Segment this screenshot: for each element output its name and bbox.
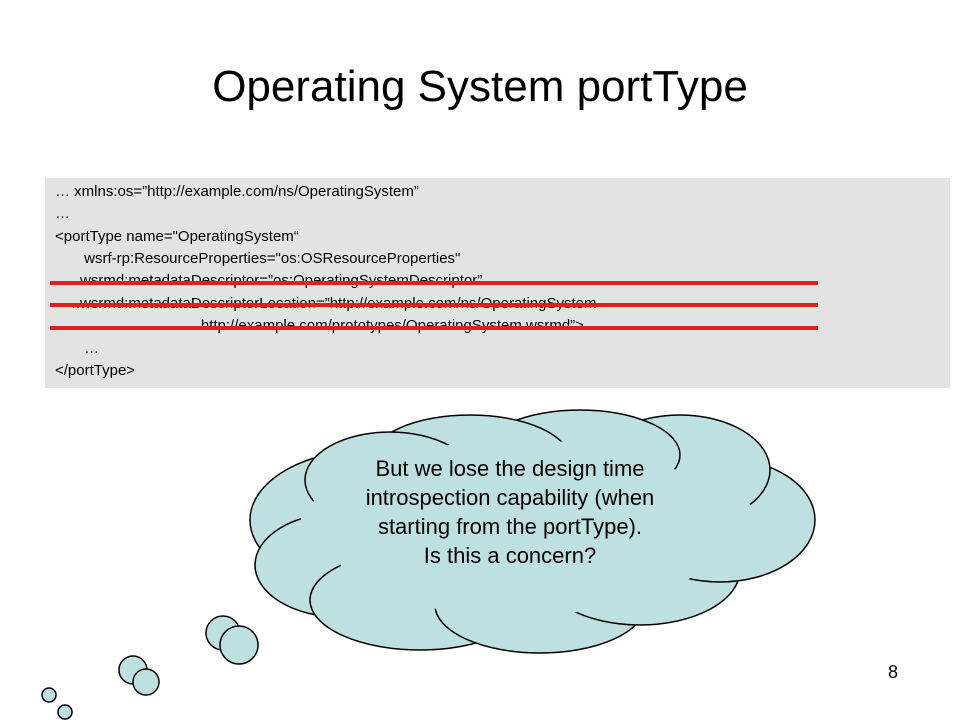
code-line: <portType name="OperatingSystem“ (55, 228, 299, 245)
thought-bubble (132, 668, 160, 696)
callout-text: But we lose the design time introspectio… (300, 454, 720, 570)
code-line: </portType> (55, 362, 136, 379)
code-line: … (55, 340, 100, 357)
code-line: … xmlns:os=”http://example.com/ns/Operat… (55, 183, 419, 200)
callout-line: introspection capability (when (365, 485, 655, 510)
code-line: wsrf-rp:ResourceProperties="os:OSResourc… (55, 250, 461, 267)
callout-line: Is this a concern? (423, 543, 597, 568)
strikethrough-line (50, 303, 818, 307)
code-line: … (55, 205, 70, 222)
strikethrough-line (50, 281, 818, 285)
strikethrough-line (50, 326, 818, 330)
thought-bubble (41, 687, 57, 703)
slide-title: Operating System portType (212, 62, 748, 111)
thought-bubble (219, 625, 259, 665)
callout-line: starting from the portType). (377, 514, 643, 539)
thought-bubble (57, 704, 73, 720)
callout-line: But we lose the design time (375, 456, 645, 481)
page-number: 8 (888, 662, 899, 682)
